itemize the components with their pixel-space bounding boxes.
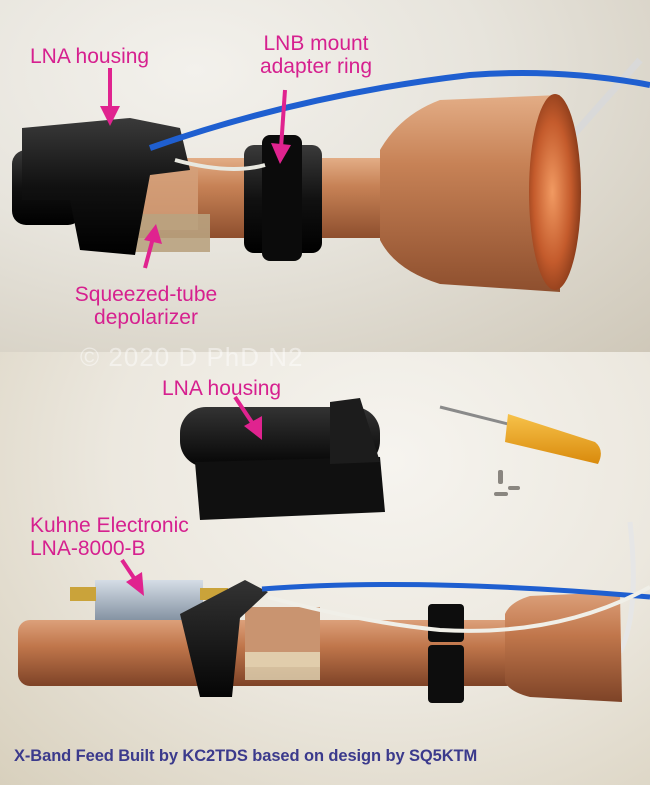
label-lna-housing-bottom: LNA housing	[162, 377, 282, 400]
label-lnb-mount-ring: LNB mount adapter ring	[248, 32, 384, 78]
copper-horn	[380, 95, 560, 292]
blue-cable	[149, 69, 650, 151]
bottom-photo: LNA housing Kuhne Electronic LNA-8000-B	[0, 352, 650, 785]
housing-clamp	[180, 580, 268, 697]
label-lna-model: Kuhne Electronic LNA-8000-B	[30, 514, 189, 560]
photo-caption: X-Band Feed Built by KC2TDS based on des…	[14, 747, 478, 765]
blue-cable-bottom	[261, 582, 650, 600]
adapter-ring-lower	[428, 645, 464, 703]
label-lna-housing-top: LNA housing	[30, 45, 150, 68]
label-depolarizer-line1: Squeezed-tube	[74, 283, 218, 306]
disassembled-feed-illustration	[18, 395, 650, 703]
label-lnb-mount-line1: LNB mount	[263, 32, 369, 55]
lna-housing-body	[22, 118, 190, 255]
copyright-watermark: © 2020 D PhD N2	[80, 342, 304, 372]
label-lna-model-line2: LNA-8000-B	[30, 537, 146, 560]
screwdriver-handle	[505, 414, 601, 464]
copper-horn-bottom	[505, 592, 622, 702]
screwdriver-shaft	[439, 405, 521, 429]
annotation-arrows	[100, 68, 291, 269]
label-lna-model-line1: Kuhne Electronic	[30, 514, 189, 537]
label-depolarizer-line2: depolarizer	[94, 306, 198, 329]
label-depolarizer: Squeezed-tube depolarizer	[58, 283, 234, 329]
screws	[494, 470, 520, 496]
label-lnb-mount-line2: adapter ring	[259, 55, 373, 78]
annotation-arrows-bottom	[120, 395, 262, 596]
adapter-ring-upper	[428, 604, 464, 642]
white-cable-bottom	[267, 585, 650, 633]
horn-mouth	[529, 94, 581, 290]
assembled-feed-illustration	[12, 57, 650, 292]
top-photo: LNA housing LNB mount adapter ring Squee…	[0, 0, 650, 352]
white-cable-coil	[617, 521, 636, 654]
